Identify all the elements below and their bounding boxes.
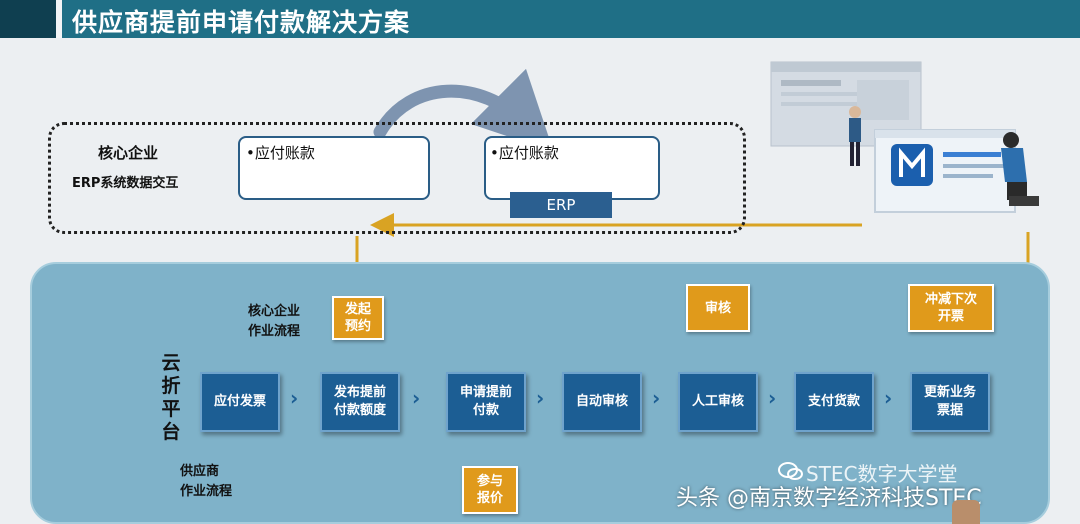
payables-box-right xyxy=(484,136,660,200)
step-publish-quota[interactable]: 发布提前 付款额度 xyxy=(320,372,400,432)
erp-tag: ERP xyxy=(510,192,612,218)
sync-curved-arrow xyxy=(373,68,554,152)
step-pay[interactable]: 支付货款 xyxy=(794,372,874,432)
title-bar-accent xyxy=(0,0,56,38)
trigger-quote[interactable]: 参与 报价 xyxy=(462,466,518,514)
core-flow-label: 核心企业 作业流程 xyxy=(248,304,301,339)
core-enterprise-title: 核心企业 xyxy=(98,144,159,162)
trigger-offset-invoice[interactable]: 冲减下次 开票 xyxy=(908,284,994,332)
logo-icon xyxy=(891,144,933,186)
crouching-person-icon xyxy=(1001,132,1039,206)
chevron-right-icon: › xyxy=(652,386,661,410)
presenter-avatar xyxy=(952,500,980,524)
payables-label-left: •应付账款 xyxy=(246,144,315,162)
chevron-right-icon: › xyxy=(884,386,893,410)
payables-label-right: •应付账款 xyxy=(490,144,559,162)
chevron-right-icon: › xyxy=(536,386,545,410)
payables-box-left xyxy=(238,136,430,200)
chevron-right-icon: › xyxy=(290,386,299,410)
step-apply-early-payment[interactable]: 申请提前 付款 xyxy=(446,372,526,432)
illustration xyxy=(770,61,1039,213)
watermark-wechat: STEC数字大学堂 xyxy=(806,462,958,486)
supplier-flow-label: 供应商 作业流程 xyxy=(180,464,233,499)
page-title: 供应商提前申请付款解决方案 xyxy=(72,8,411,37)
chevron-right-icon: › xyxy=(412,386,421,410)
step-manual-review[interactable]: 人工审核 xyxy=(678,372,758,432)
person-icon xyxy=(849,106,861,166)
trigger-audit[interactable]: 审核 xyxy=(686,284,750,332)
erp-interaction-label: ERP系统数据交互 xyxy=(72,176,179,191)
cloud-platform-label: 云折平台 xyxy=(161,352,181,443)
title-bar-divider xyxy=(56,0,62,38)
watermark-toutiao: 头条 @南京数字经济科技STEC xyxy=(676,486,982,511)
chevron-right-icon: › xyxy=(768,386,777,410)
step-update-bill[interactable]: 更新业务 票据 xyxy=(910,372,990,432)
trigger-initiate-booking[interactable]: 发起 预约 xyxy=(332,296,384,340)
step-invoice[interactable]: 应付发票 xyxy=(200,372,280,432)
core-enterprise-box xyxy=(48,122,746,234)
wechat-icon xyxy=(778,462,803,480)
title-bar xyxy=(0,0,1080,38)
step-auto-review[interactable]: 自动审核 xyxy=(562,372,642,432)
